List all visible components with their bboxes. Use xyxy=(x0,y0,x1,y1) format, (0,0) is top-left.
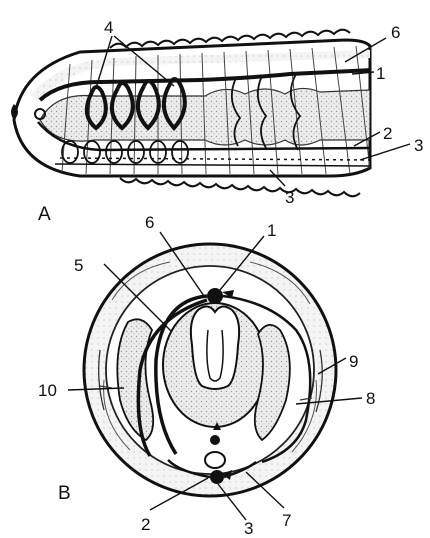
nerve-cord-cross xyxy=(205,452,225,468)
label-b-6: 6 xyxy=(145,213,154,232)
label-b-10: 10 xyxy=(38,381,57,400)
label-b-5: 5 xyxy=(74,256,83,275)
worm-segments-bottom xyxy=(120,178,360,196)
label-a-6: 6 xyxy=(391,23,400,42)
label-a-3-lower: 3 xyxy=(285,188,294,207)
label-b-1: 1 xyxy=(267,221,276,240)
panel-label-b: B xyxy=(58,483,71,504)
label-b-8: 8 xyxy=(366,389,375,408)
panel-label-a: A xyxy=(38,204,51,225)
ventral-vessel-cross xyxy=(210,435,220,445)
label-b-9: 9 xyxy=(349,352,358,371)
subneural-vessel-cross xyxy=(210,470,224,484)
label-a-3-upper: 3 xyxy=(414,136,423,155)
dorsal-vessel-cross xyxy=(207,288,223,304)
label-b-3: 3 xyxy=(244,519,253,538)
label-a-1: 1 xyxy=(376,64,385,83)
typhlosole xyxy=(191,306,239,389)
label-b-2: 2 xyxy=(141,515,150,534)
label-a-2: 2 xyxy=(383,124,392,143)
label-a-4: 4 xyxy=(104,18,113,37)
label-b-7: 7 xyxy=(282,511,291,530)
worm-longitudinal-section xyxy=(11,30,372,197)
